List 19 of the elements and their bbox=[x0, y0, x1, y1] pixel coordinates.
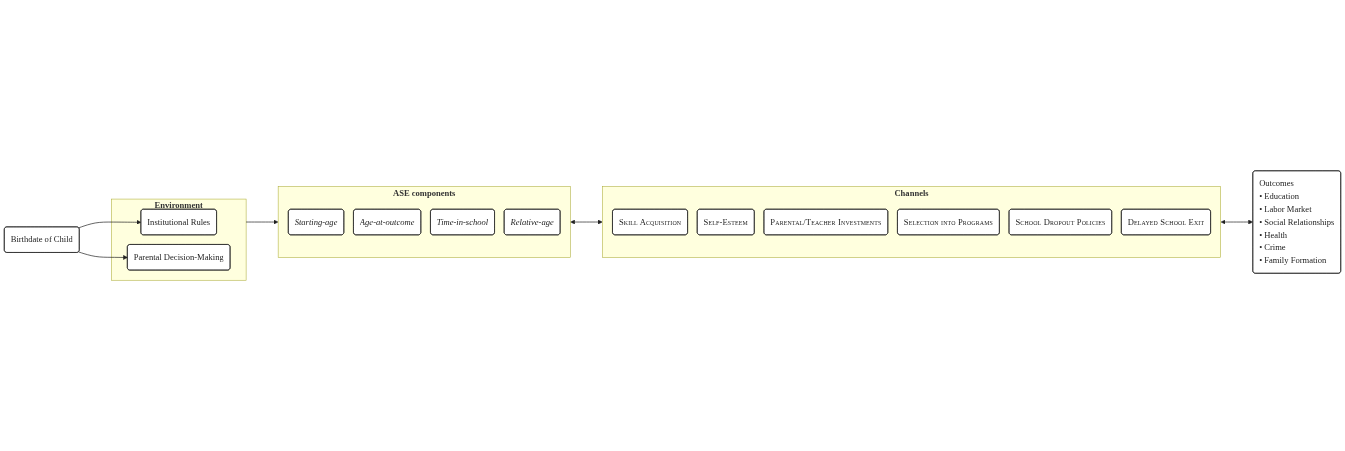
process-box: School Dropout Policies bbox=[1008, 208, 1112, 236]
process-box: Selection into Programs bbox=[897, 208, 1000, 236]
process-box: Relative-age bbox=[503, 208, 561, 236]
process-box: Parental/Teacher Investments bbox=[763, 208, 889, 236]
group-title: Environment bbox=[154, 200, 203, 210]
arrow bbox=[570, 219, 603, 225]
process-box: Starting-age bbox=[288, 208, 345, 236]
process-box: Age-at-outcome bbox=[353, 208, 422, 236]
process-box: Time-in-school bbox=[430, 208, 495, 236]
process-box: Institutional Rules bbox=[140, 208, 217, 236]
group-title: Channels bbox=[894, 188, 929, 198]
process-box: Delayed School Exit bbox=[1121, 208, 1211, 236]
process-box: Self-Esteem bbox=[696, 208, 755, 236]
process-box: Skill Acquisition bbox=[612, 208, 688, 236]
arrow bbox=[1220, 219, 1253, 225]
process-box: Outcomes • Education • Labor Market • Social Relationships • Health • Crime • Family Formation bbox=[1252, 170, 1341, 274]
process-box: Parental Decision-Making bbox=[127, 244, 231, 271]
process-box: Birthdate of Child bbox=[4, 226, 80, 253]
group-title: ASE components bbox=[393, 188, 456, 198]
